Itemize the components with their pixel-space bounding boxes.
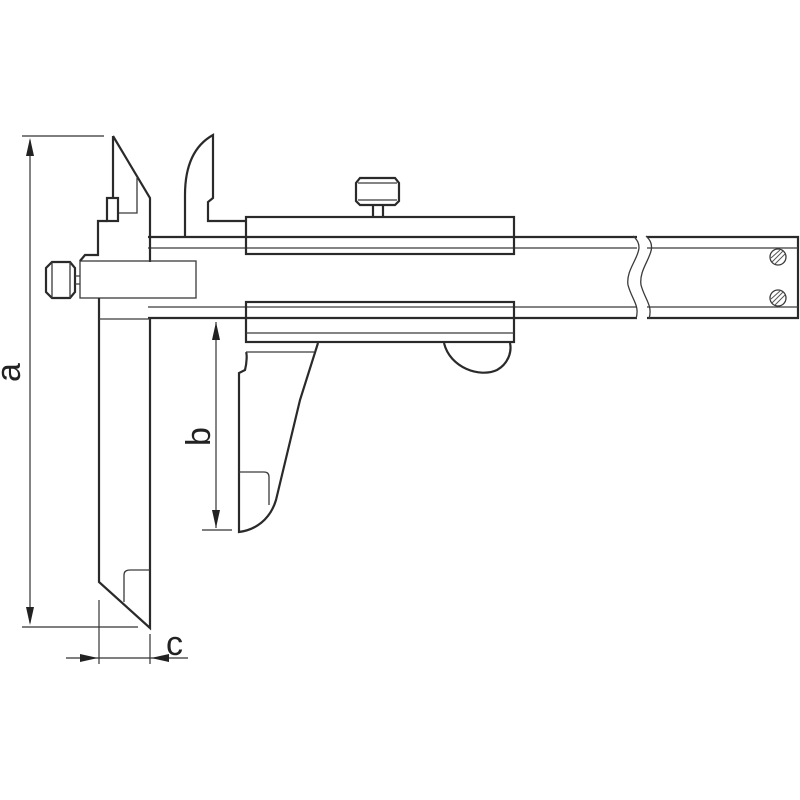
- label-b: b: [180, 427, 218, 446]
- slider: [244, 176, 516, 256]
- screw-icon: [769, 289, 787, 307]
- knob-icon[interactable]: [44, 260, 80, 300]
- dimension-b: b: [180, 322, 232, 531]
- beam: [148, 235, 800, 320]
- fixed-jaw: [79, 135, 152, 631]
- dimension-c: c: [66, 600, 188, 664]
- dimension-a: a: [0, 135, 138, 628]
- movable-jaw: [237, 300, 516, 534]
- upper-movable-jaw: [183, 133, 246, 237]
- label-c: c: [166, 625, 183, 663]
- fine-adjust-block: [79, 260, 197, 301]
- lock-screw-icon[interactable]: [356, 178, 399, 205]
- screw-icon: [769, 248, 787, 266]
- label-a: a: [0, 363, 28, 382]
